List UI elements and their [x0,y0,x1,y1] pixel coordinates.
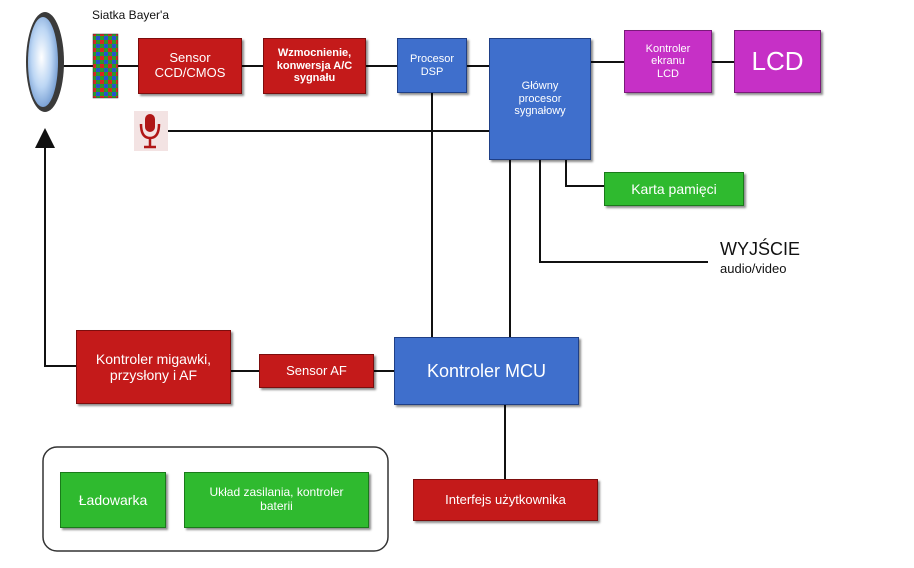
amplification-adc-block: Wzmocnienie, konwersja A/C sygnału [263,38,366,94]
output-sublabel: audio/video [720,261,787,276]
power-battery-controller-block: Układ zasilania, kontroler baterii [184,472,369,528]
mcu-controller-block: Kontroler MCU [394,337,579,405]
wire-shutter-lens [35,128,76,367]
dsp-processor-block: Procesor DSP [397,38,467,93]
main-signal-processor-block: Główny procesor sygnałowy [489,38,591,160]
lcd-block: LCD [734,30,821,93]
af-sensor-block: Sensor AF [259,354,374,388]
memory-card-block: Karta pamięci [604,172,744,206]
output-label: WYJŚCIE [720,239,801,259]
sensor-ccd-cmos-block: Sensor CCD/CMOS [138,38,242,94]
bayer-label: Siatka Bayer'a [92,8,169,22]
shutter-aperture-af-controller-block: Kontroler migawki, przysłony i AF [76,330,231,404]
user-interface-block: Interfejs użytkownika [413,479,598,521]
wire-main-card [565,160,604,187]
lcd-controller-block: Kontroler ekranu LCD [624,30,712,93]
lens-icon [26,12,64,112]
charger-block: Ładowarka [60,472,166,528]
bayer-filter-icon [92,33,119,99]
wire-main-output [539,160,708,263]
microphone-icon [134,111,168,151]
